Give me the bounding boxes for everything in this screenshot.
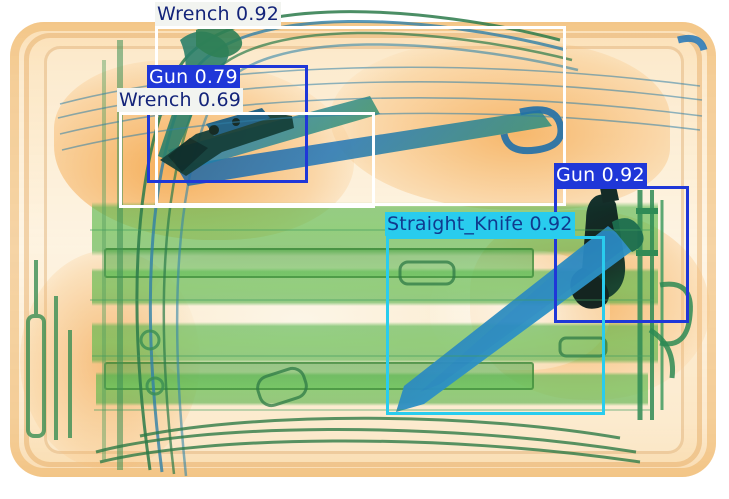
detection-box-straight-knife-092[interactable] [386, 236, 605, 415]
detection-label-gun-092: Gun 0.92 [554, 163, 647, 187]
detection-label-wrench-069: Wrench 0.69 [117, 88, 244, 112]
detection-box-wrench-069[interactable] [119, 112, 375, 208]
detection-label-wrench-092: Wrench 0.92 [155, 2, 282, 26]
green-slab-1 [104, 248, 534, 278]
detection-box-wrench-092[interactable] [155, 26, 566, 206]
detection-label-straight-knife-092: Straight_Knife 0.92 [385, 212, 575, 236]
detection-box-gun-092[interactable] [554, 186, 689, 323]
detection-label-gun-079: Gun 0.79 [147, 65, 240, 89]
